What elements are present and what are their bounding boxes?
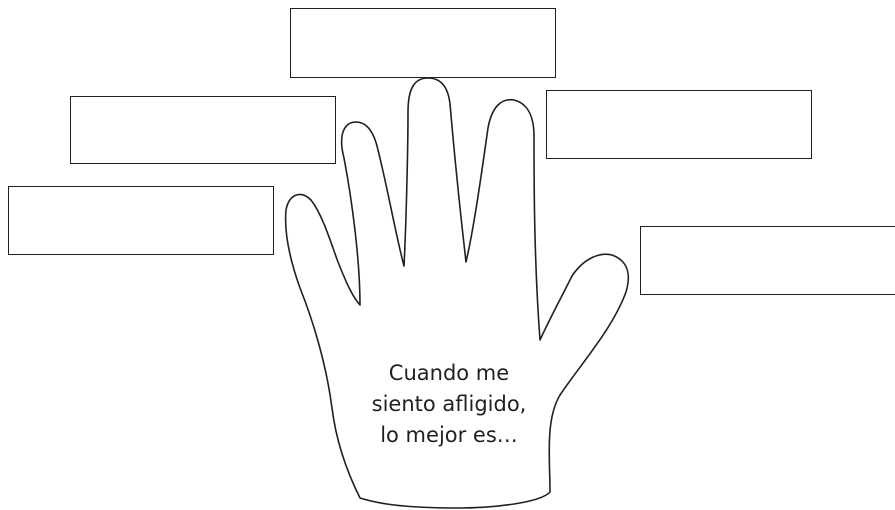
- palm-prompt-text: Cuando me siento afligido, lo mejor es…: [342, 358, 556, 451]
- answer-box-upper-left[interactable]: [70, 96, 336, 164]
- answer-box-lower-right[interactable]: [640, 226, 895, 295]
- palm-prompt-line: Cuando me: [388, 361, 510, 385]
- answer-box-upper-right[interactable]: [546, 90, 812, 159]
- answer-box-lower-left[interactable]: [8, 186, 274, 255]
- answer-box-top-center[interactable]: [290, 8, 556, 78]
- palm-prompt-line: lo mejor es…: [380, 423, 518, 447]
- palm-prompt-line: siento afligido,: [371, 392, 527, 416]
- hand-outline-path: [284, 77, 630, 509]
